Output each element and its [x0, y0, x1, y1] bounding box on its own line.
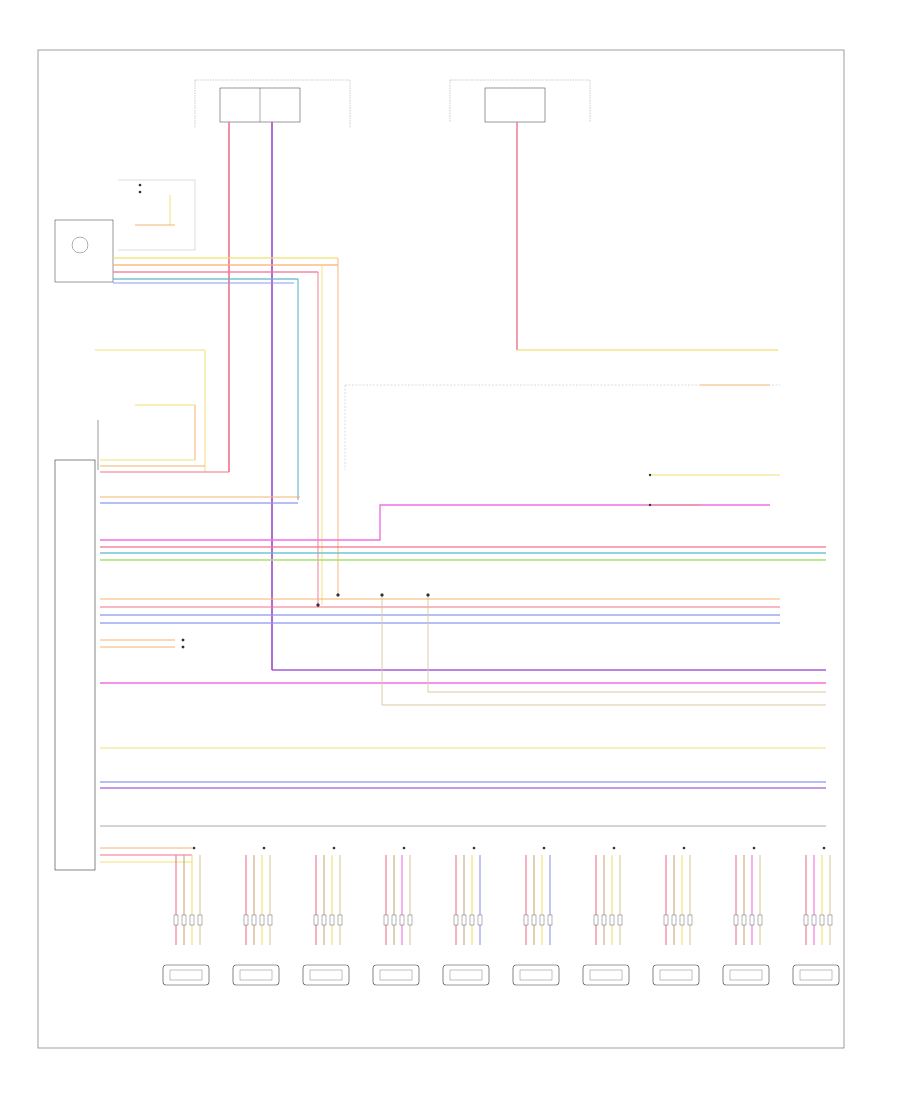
sensor-7 [582, 846, 630, 986]
sensor-junction [262, 846, 266, 850]
sensor-junction [472, 846, 476, 850]
sensor-5 [442, 846, 490, 986]
connector-pin [469, 914, 475, 926]
connector-pin [399, 914, 405, 926]
sensor-junction [542, 846, 546, 850]
sensor-element [729, 969, 763, 981]
connector-pin [173, 914, 179, 926]
connector-pin [477, 914, 483, 926]
connector-pin [267, 914, 273, 926]
sensor-junction [752, 846, 756, 850]
sensor-element [379, 969, 413, 981]
sensor-group [162, 846, 840, 986]
sensor-element [799, 969, 833, 981]
sensor-1 [162, 846, 210, 986]
connector-pin [803, 914, 809, 926]
connector-pin [251, 914, 257, 926]
sensor-junction [192, 846, 196, 850]
junction-dots [138, 183, 652, 649]
fuse-box-left [194, 79, 351, 128]
left-control-module [54, 219, 114, 871]
sensor-3 [302, 846, 350, 986]
connector-pin [617, 914, 623, 926]
sensor-element [239, 969, 273, 981]
upper-wire-bundle [113, 195, 339, 605]
connector-pin [687, 914, 693, 926]
sensor-element [519, 969, 553, 981]
connector-pin [531, 914, 537, 926]
connector-pin [679, 914, 685, 926]
connector-pin [671, 914, 677, 926]
connector-pin [593, 914, 599, 926]
connector-pin [391, 914, 397, 926]
connector-pin [243, 914, 249, 926]
connector-pin [827, 914, 833, 926]
connector-pin [609, 914, 615, 926]
connector-pin [259, 914, 265, 926]
sensor-element [309, 969, 343, 981]
connector-pin [337, 914, 343, 926]
connector-pin [189, 914, 195, 926]
connector-pin [407, 914, 413, 926]
connector-pin [383, 914, 389, 926]
power-feeds [228, 122, 778, 670]
sensor-6 [512, 846, 560, 986]
connector-pin [819, 914, 825, 926]
connector-pin [811, 914, 817, 926]
connector-pin [601, 914, 607, 926]
connector-pin [461, 914, 467, 926]
sensor-4 [372, 846, 420, 986]
sensor-8 [652, 846, 700, 986]
switch-wires [95, 349, 229, 473]
lower-bundle [100, 847, 192, 863]
sensor-element [589, 969, 623, 981]
sensor-junction [402, 846, 406, 850]
connector-pin [757, 914, 763, 926]
sensor-9 [722, 846, 770, 986]
connector-pin [749, 914, 755, 926]
main-bus [100, 496, 826, 827]
connector-pin [547, 914, 553, 926]
sensor-element [169, 969, 203, 981]
connector-pin [313, 914, 319, 926]
right-side-wires [650, 384, 780, 506]
connector-pin [523, 914, 529, 926]
connector-pin [197, 914, 203, 926]
connector-pin [321, 914, 327, 926]
sensor-10 [792, 846, 840, 986]
diagram-frame [37, 49, 845, 1049]
sensor-2 [232, 846, 280, 986]
connector-pin [741, 914, 747, 926]
sensor-element [449, 969, 483, 981]
sensor-junction [612, 846, 616, 850]
connector-pin [539, 914, 545, 926]
connector-pin [181, 914, 187, 926]
connector-pin [663, 914, 669, 926]
connector-pin [329, 914, 335, 926]
connector-pin [453, 914, 459, 926]
connector-pin [733, 914, 739, 926]
sensor-junction [822, 846, 826, 850]
sensor-junction [682, 846, 686, 850]
sensor-element [659, 969, 693, 981]
sensor-junction [332, 846, 336, 850]
fuse-box-right [449, 79, 591, 123]
